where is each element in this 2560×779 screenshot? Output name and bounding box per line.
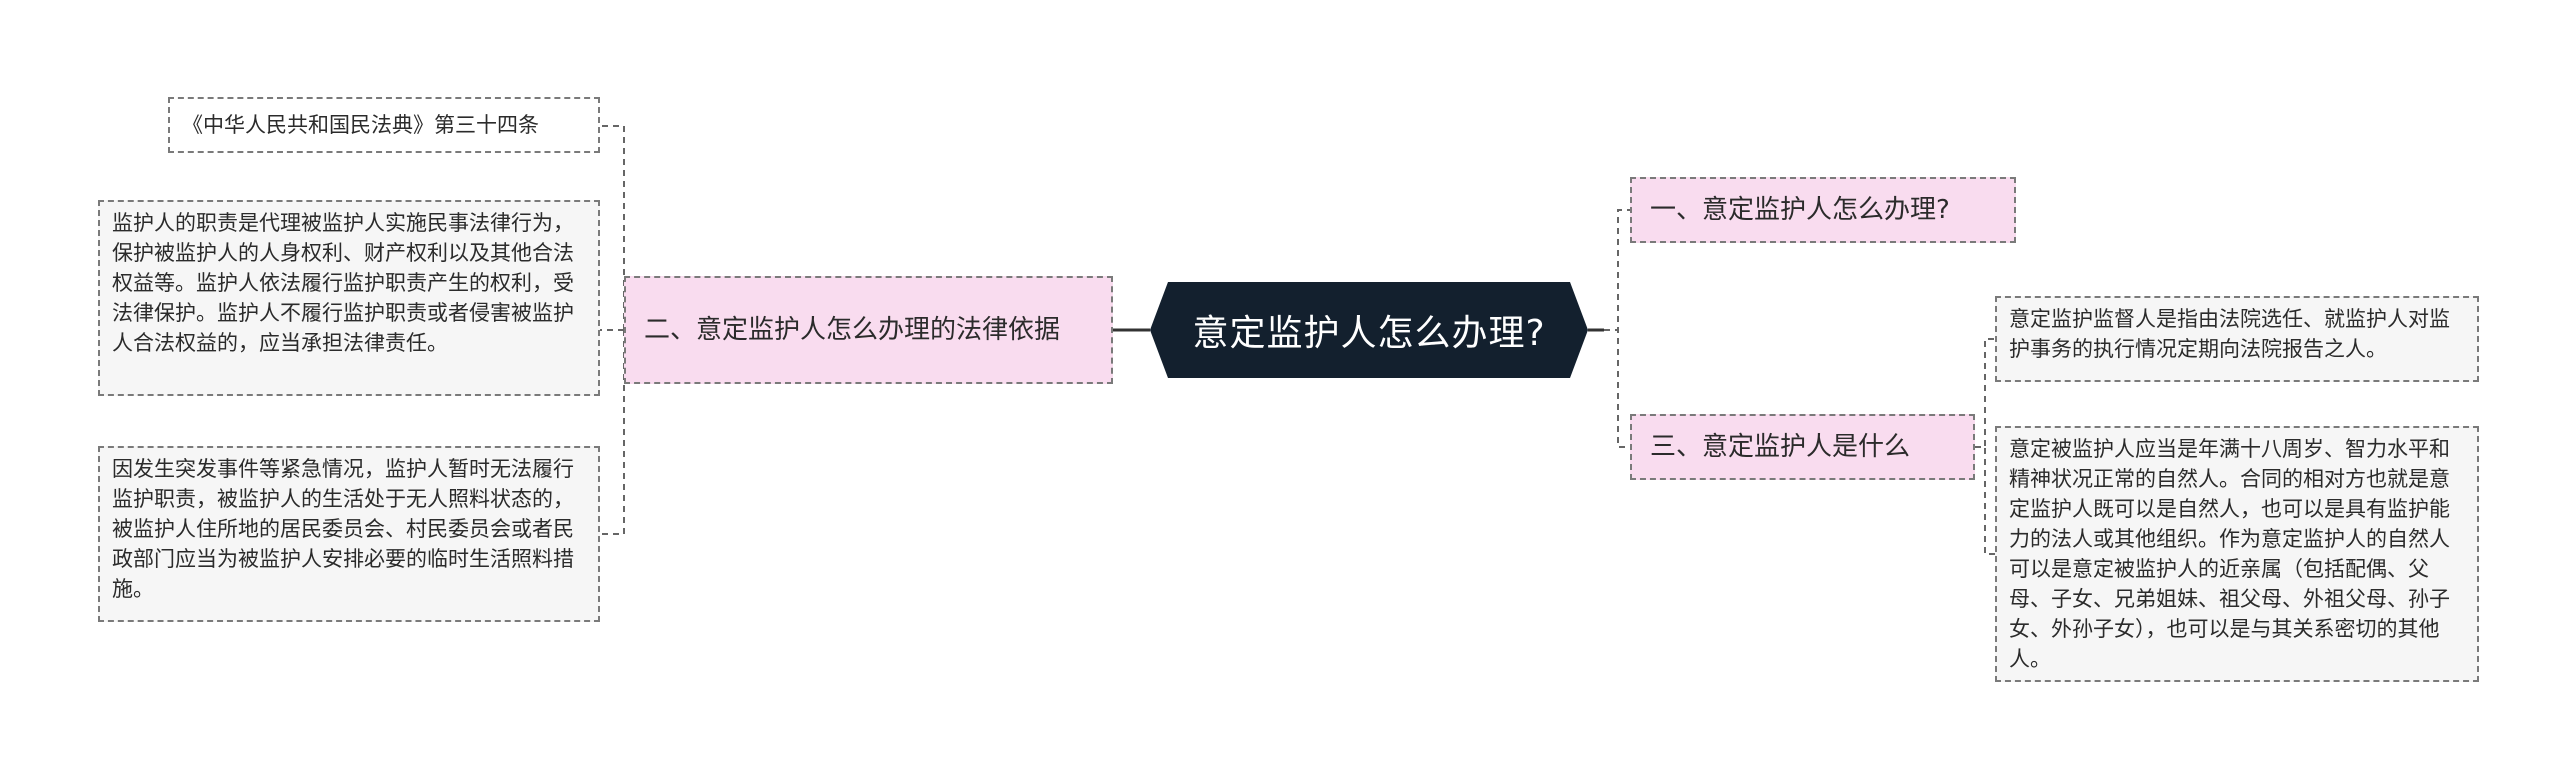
- branch-legal-basis-label: 二、意定监护人怎么办理的法律依据: [644, 315, 1061, 345]
- central-topic[interactable]: 意定监护人怎么办理?: [1150, 282, 1588, 378]
- branch-what-is-label: 三、意定监护人是什么: [1650, 432, 1911, 462]
- edge-right-branch-1: [1604, 209, 1630, 331]
- edge-right-leaf-2: [1975, 446, 1995, 555]
- leaf-emergency-care[interactable]: 因发生突发事件等紧急情况，监护人暂时无法履行监护职责，被监护人的生活处于无人照料…: [98, 446, 600, 622]
- edge-right-branch-3: [1604, 329, 1630, 448]
- leaf-guardian-duties-text: 监护人的职责是代理被监护人实施民事法律行为，保护被监护人的人身权利、财产权利以及…: [112, 211, 574, 355]
- leaf-ward-definition[interactable]: 意定被监护人应当是年满十八周岁、智力水平和精神状况正常的自然人。合同的相对方也就…: [1995, 426, 2479, 682]
- leaf-guardian-duties[interactable]: 监护人的职责是代理被监护人实施民事法律行为，保护被监护人的人身权利、财产权利以及…: [98, 200, 600, 396]
- central-topic-label: 意定监护人怎么办理?: [1192, 313, 1546, 354]
- leaf-ward-definition-text: 意定被监护人应当是年满十八周岁、智力水平和精神状况正常的自然人。合同的相对方也就…: [2009, 437, 2450, 671]
- leaf-supervisor-definition-text: 意定监护监督人是指由法院选任、就监护人对监护事务的执行情况定期向法院报告之人。: [2009, 307, 2450, 361]
- leaf-civil-code-article[interactable]: 《中华人民共和国民法典》第三十四条: [168, 97, 600, 153]
- leaf-supervisor-definition[interactable]: 意定监护监督人是指由法院选任、就监护人对监护事务的执行情况定期向法院报告之人。: [1995, 296, 2479, 382]
- edge-left-trunk: [600, 125, 625, 330]
- branch-legal-basis[interactable]: 二、意定监护人怎么办理的法律依据: [624, 276, 1113, 384]
- branch-how-to-handle-label: 一、意定监护人怎么办理?: [1650, 195, 1950, 225]
- leaf-emergency-care-text: 因发生突发事件等紧急情况，监护人暂时无法履行监护职责，被监护人的生活处于无人照料…: [112, 457, 574, 601]
- edge-left-leaf-3: [600, 330, 625, 535]
- edge-right-leaf-1: [1975, 338, 1995, 448]
- branch-what-is[interactable]: 三、意定监护人是什么: [1630, 414, 1975, 480]
- branch-how-to-handle[interactable]: 一、意定监护人怎么办理?: [1630, 177, 2016, 243]
- leaf-civil-code-article-text: 《中华人民共和国民法典》第三十四条: [182, 113, 539, 137]
